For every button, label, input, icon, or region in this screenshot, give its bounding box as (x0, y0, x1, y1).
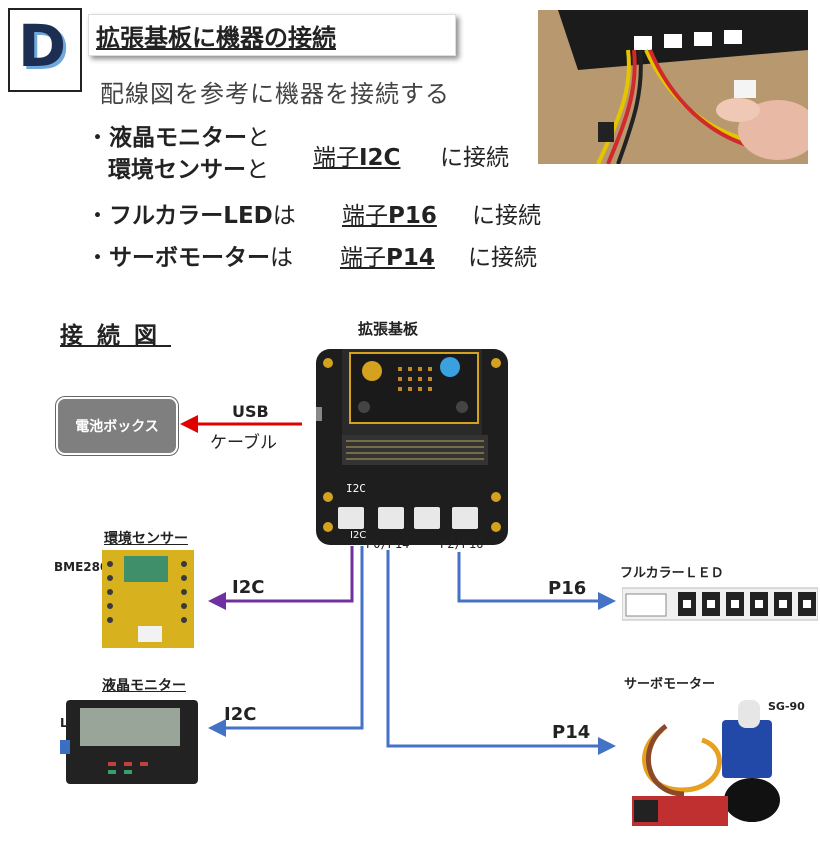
device-name: サーボモーター (109, 245, 270, 271)
terminal-name: P14 (386, 245, 435, 271)
particle: は (272, 203, 296, 229)
silk-i2c-port: I2C (350, 530, 367, 541)
section-letter: D (18, 12, 67, 80)
title-box (88, 14, 456, 56)
diagram-heading: 接続図 (60, 323, 171, 349)
silk-i2c: I2C (346, 482, 366, 495)
cable-label: ケーブル (210, 433, 277, 453)
i2c-arrow-lcd (208, 546, 364, 737)
instruction-servo: ・サーボモーターは (86, 238, 293, 272)
instruction-lcd: ・液晶モニターと (86, 118, 270, 152)
silk-p2p16: P2/P16 (440, 537, 484, 551)
lcd-label: 液晶モニター (102, 678, 186, 694)
terminal-prefix: 端子 (313, 145, 359, 171)
terminal-i2c: 端子I2C (313, 138, 400, 172)
particle: と (246, 157, 269, 183)
servo-model: SG-90 (768, 700, 805, 713)
p16-arrow (457, 552, 616, 610)
bullet: ・ (86, 125, 109, 151)
led-label: フルカラーＬＥＤ (620, 566, 724, 581)
terminal-name: I2C (359, 145, 401, 171)
page-title: 拡張基板に機器の接続 (96, 24, 336, 52)
servo-image (622, 690, 810, 840)
board-label: 拡張基板 (358, 320, 419, 338)
terminal-p16: 端子P16 (342, 196, 465, 230)
connection-photo (538, 10, 808, 164)
subtitle: 配線図を参考に機器を接続する (100, 80, 450, 108)
led-strip-image (622, 587, 818, 621)
battery-box: 電池ボックス (56, 397, 178, 455)
bullet: ・ (86, 203, 109, 229)
env-sensor-model: BME280 (54, 560, 109, 574)
env-sensor-label: 環境センサー (104, 531, 188, 547)
instruction-led: ・フルカラーLEDは (86, 196, 296, 230)
bullet: ・ (86, 245, 109, 271)
terminal-p14: 端子P14 (340, 238, 435, 272)
env-sensor-image (102, 550, 194, 648)
arrow-label-p14: P14 (552, 722, 591, 743)
arrow-label-i2c-sensor: I2C (232, 577, 265, 598)
usb-label: USB (232, 402, 269, 421)
terminal-prefix: 端子 (340, 245, 386, 271)
device-name: フルカラーLED (109, 203, 273, 229)
section-badge (8, 8, 82, 92)
connect-text: に接続 (440, 145, 509, 171)
particle: と (247, 125, 270, 151)
servo-label: サーボモーター (624, 677, 716, 692)
arrow-label-i2c-lcd: I2C (224, 704, 257, 725)
terminal-name: P16 (388, 203, 437, 229)
silk-p0p14: P0/P14 (366, 537, 410, 551)
at-logo-icon (440, 357, 460, 377)
particle: は (270, 245, 293, 271)
connect-text: に接続 (468, 245, 537, 271)
instruction-sensor: 環境センサーと (108, 150, 269, 184)
device-name: 液晶モニター (109, 125, 247, 151)
connect-text: に接続 (472, 203, 541, 229)
pad-icon (362, 361, 382, 381)
expansion-board (316, 349, 508, 545)
device-name: 環境センサー (108, 157, 246, 183)
arrow-label-p16: P16 (548, 578, 587, 599)
terminal-prefix: 端子 (342, 203, 388, 229)
lcd-image (60, 700, 198, 784)
